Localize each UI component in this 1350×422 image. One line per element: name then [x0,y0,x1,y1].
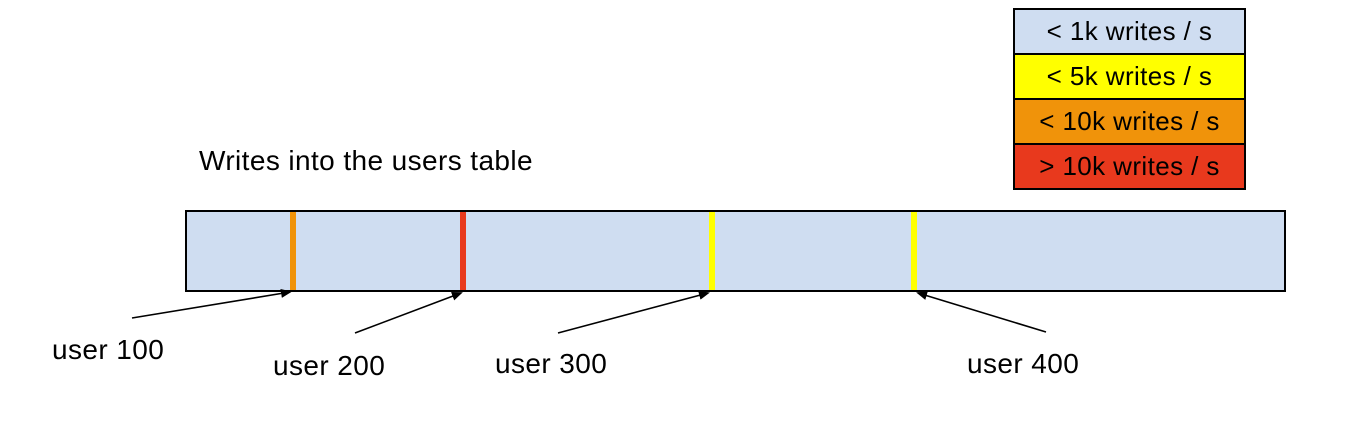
diagram-title: Writes into the users table [199,145,533,176]
label-user-100: user 100 [52,334,165,365]
legend-item-gt-10k: > 10k writes / s [1013,143,1246,190]
arrow-user-400 [916,291,1047,333]
legend: < 1k writes / s < 5k writes / s < 10k wr… [1013,8,1246,190]
label-user-200: user 200 [273,350,386,381]
arrow-user-300 [557,290,710,334]
marker-user-400 [911,212,917,290]
arrow-user-200 [354,291,463,334]
legend-item-lt-1k-label: < 1k writes / s [1046,16,1213,46]
legend-item-lt-5k-label: < 5k writes / s [1046,61,1213,91]
marker-user-300 [709,212,715,290]
legend-item-gt-10k-label: > 10k writes / s [1039,151,1220,181]
users-table-bar [185,210,1286,292]
marker-user-100 [290,212,296,290]
legend-item-lt-10k-label: < 10k writes / s [1039,106,1220,136]
arrow-user-100 [131,289,292,319]
label-user-300: user 300 [495,348,608,379]
legend-item-lt-5k: < 5k writes / s [1013,53,1246,100]
legend-item-lt-1k: < 1k writes / s [1013,8,1246,55]
marker-user-200 [460,212,466,290]
legend-item-lt-10k: < 10k writes / s [1013,98,1246,145]
label-user-400: user 400 [967,348,1080,379]
